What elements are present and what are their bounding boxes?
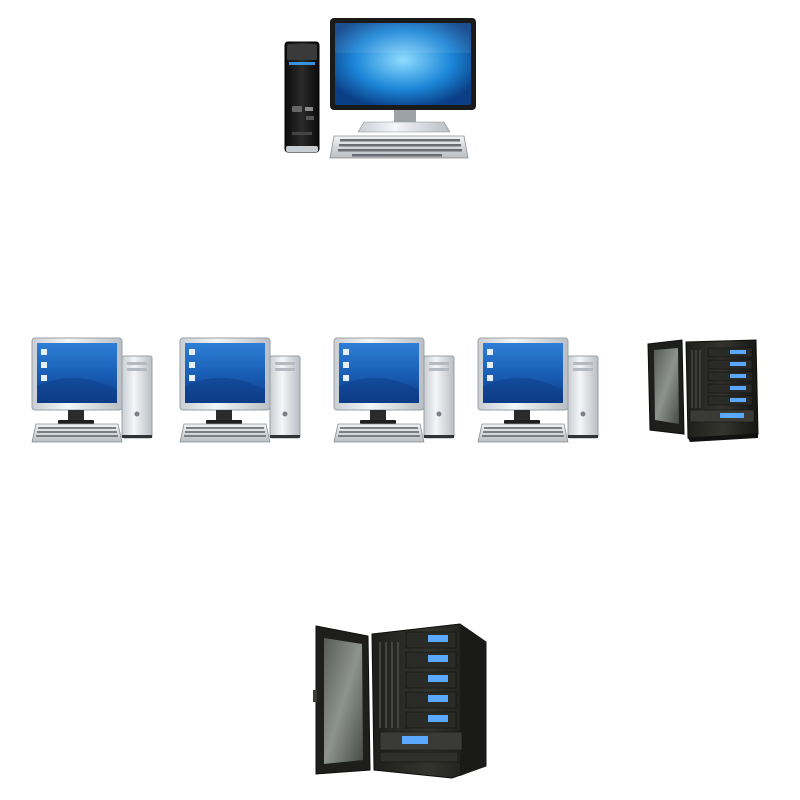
pc-tower: [284, 41, 320, 153]
client-computer: [476, 337, 600, 448]
desktop-computer-icon: [333, 337, 455, 443]
keyboard: [329, 135, 469, 159]
client-computer: [30, 337, 154, 448]
server-rack-icon: [647, 339, 759, 442]
desktop-computer-icon: [179, 337, 301, 443]
server-rack-large: [310, 620, 490, 780]
client-computer: [178, 337, 302, 448]
workstation-computer: [282, 14, 476, 164]
lcd-monitor: [330, 18, 476, 133]
desktop-computer-icon: [31, 337, 153, 443]
server-rack-icon: [313, 623, 487, 779]
server-rack-small: [646, 338, 762, 442]
drive-bays: [379, 631, 463, 763]
desktop-computer-icon: [477, 337, 599, 443]
client-computer: [332, 337, 456, 448]
desktop-computer-icon: [284, 18, 476, 159]
drive-bays: [689, 347, 755, 423]
